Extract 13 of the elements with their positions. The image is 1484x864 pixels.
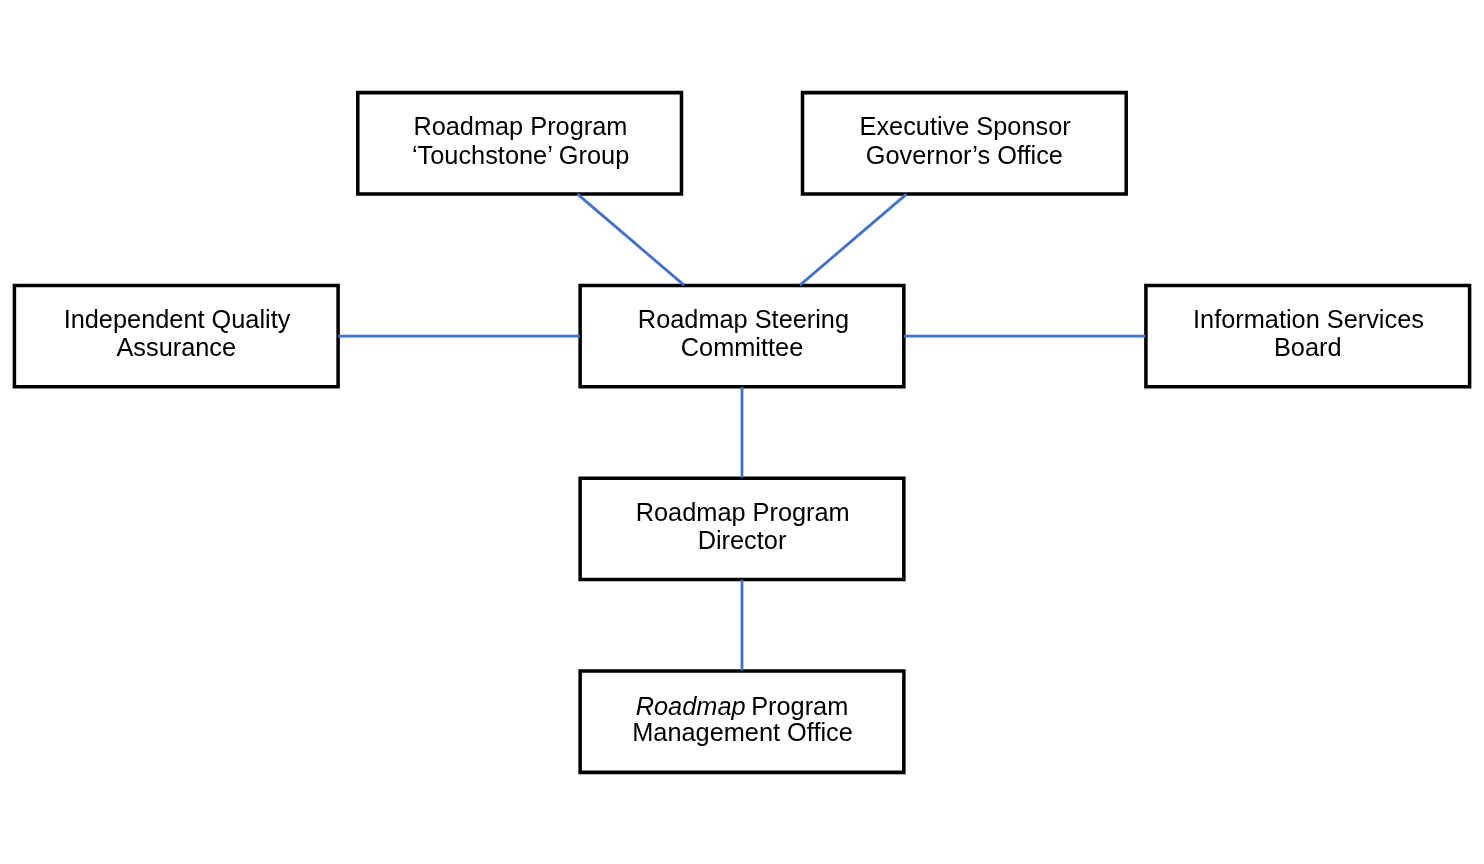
connector — [576, 192, 685, 286]
node-box: Independent Quality Assurance — [12, 283, 340, 388]
connector — [903, 334, 1146, 337]
node-box: Roadmap Program Management Office — [578, 668, 906, 774]
node-box: Executive Sponsor Governor’s Office — [800, 90, 1128, 196]
connector — [338, 334, 580, 337]
node-box: Information Services Board — [1144, 283, 1472, 388]
connector — [740, 386, 744, 478]
connector — [740, 579, 744, 670]
node-box: Roadmap Program ‘Touchstone’ Group — [356, 90, 684, 196]
node-box: Roadmap Steering Committee — [578, 283, 906, 388]
connector — [799, 192, 908, 286]
node-box: Roadmap Program Director — [578, 476, 906, 581]
